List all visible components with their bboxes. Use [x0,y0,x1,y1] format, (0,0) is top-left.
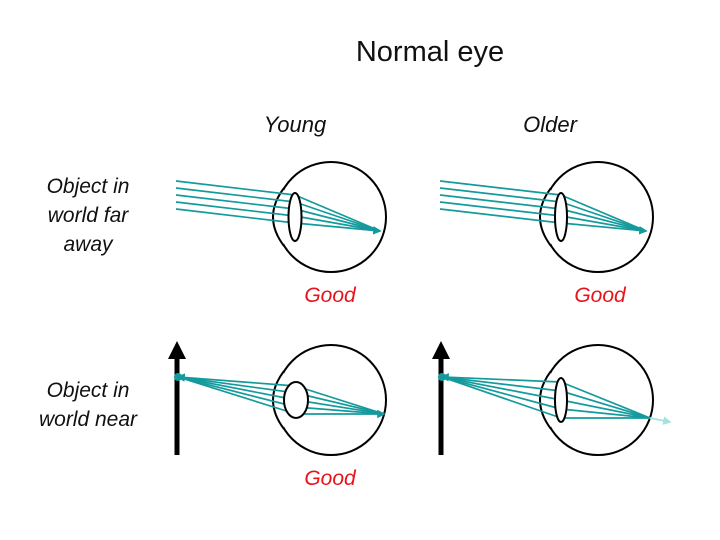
object-point-young-near [174,373,182,381]
row-label-near-line-2: world near [38,408,138,431]
lens-young-near [283,381,309,419]
column-label-older: Older [523,112,577,137]
panel-young-near [168,341,387,456]
verdict-older-far: Good [574,284,626,307]
row-label-near-line-1: Object in [46,379,130,402]
row-label-far: Object in world far away [18,172,158,259]
object-point-older-near [438,373,446,381]
eye-young-far [272,161,387,273]
panel-older-far [439,161,654,273]
row-label-far-line-1: Object in [46,175,130,198]
rays-young-near [176,373,386,419]
row-label-far-line-3: away [63,233,113,256]
column-label-young: Young [263,112,327,137]
eye-young-near [272,344,387,456]
rays-young-far [175,180,382,235]
rays-older-near [440,373,651,419]
lens-older-far [554,192,568,242]
eye-older-near [539,344,654,456]
panel-young-far [175,161,387,273]
lens-young-far [287,192,303,242]
object-arrow-young-near [168,341,186,455]
page-title: Normal eye [355,36,505,68]
row-label-far-line-2: world far [47,204,129,227]
faded-rays-older-near [649,416,672,425]
verdict-young-far: Good [304,284,356,307]
lens-older-near [554,377,568,423]
verdict-young-near: Good [304,467,356,490]
object-arrow-older-near [432,341,450,455]
eye-older-far [539,161,654,273]
panel-older-near [432,341,672,456]
rays-older-far [439,180,648,235]
row-label-near: Object in world near [18,376,158,434]
